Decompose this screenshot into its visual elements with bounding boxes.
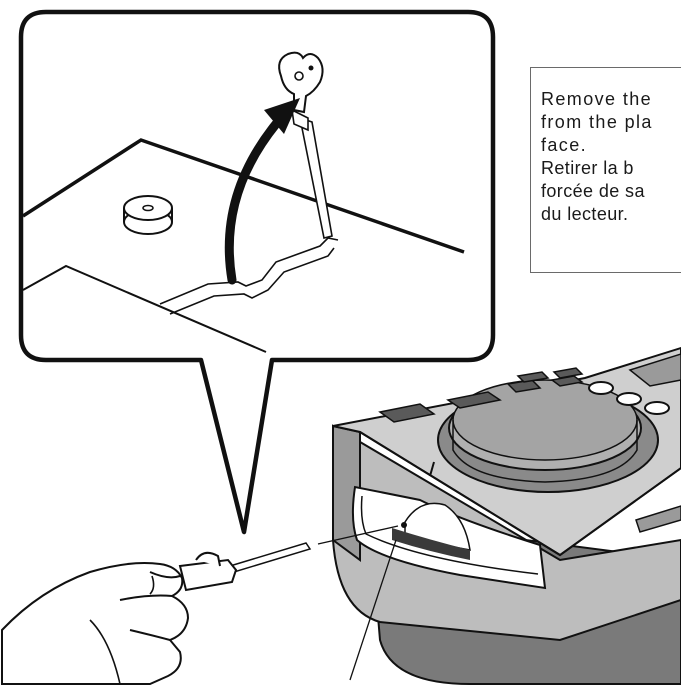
instruction-en-line-2: from the pla bbox=[541, 112, 653, 132]
instruction-fr-line-2: forcée de sa bbox=[541, 181, 645, 201]
instruction-fr-line-1: Retirer la b bbox=[541, 158, 634, 178]
eject-hole-icon bbox=[401, 522, 407, 528]
round-button-icon bbox=[123, 195, 173, 235]
instruction-fr-line-3: du lecteur. bbox=[541, 204, 629, 224]
cd-player-icon bbox=[332, 346, 681, 685]
hand-icon bbox=[1, 525, 399, 685]
zoom-detail bbox=[22, 51, 465, 353]
top-buttons bbox=[378, 353, 681, 423]
instruction-en-line-1: Remove the bbox=[541, 89, 653, 109]
disc-slot bbox=[351, 485, 547, 590]
instruction-box: Remove the from the pla face. Retirer la… bbox=[530, 67, 681, 273]
instruction-en-line-3: face. bbox=[541, 135, 588, 155]
arrow-icon bbox=[224, 98, 300, 285]
